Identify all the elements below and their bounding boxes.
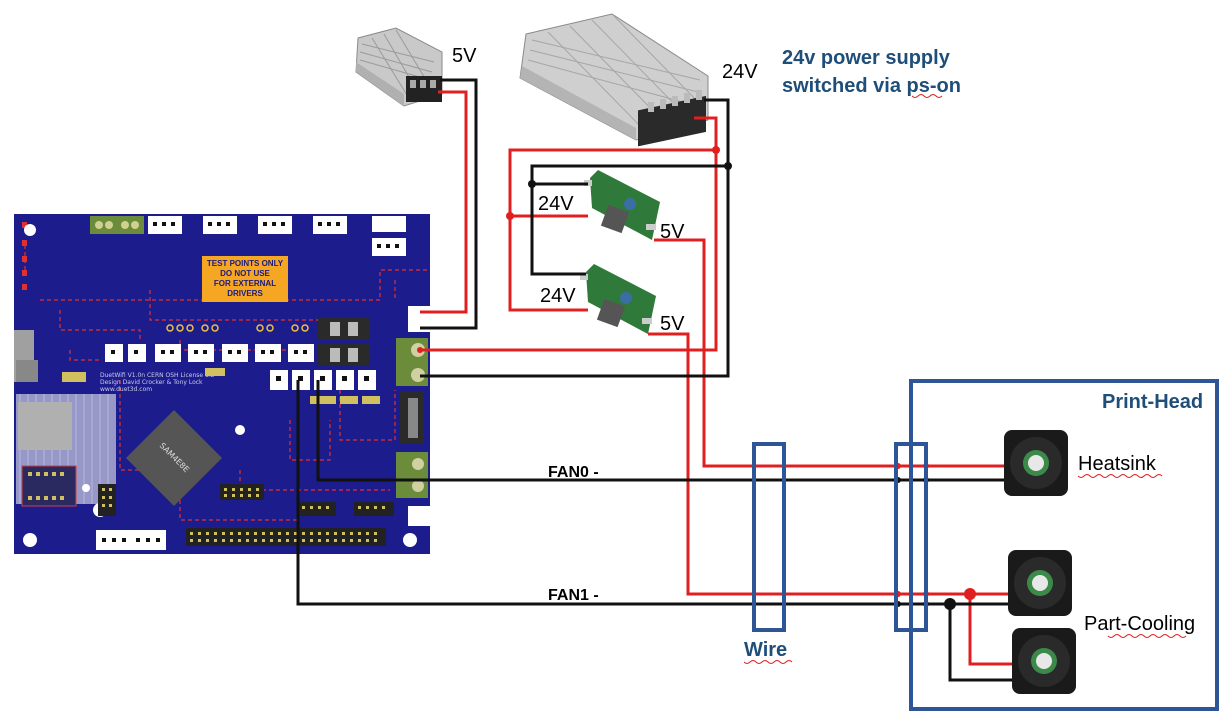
black-wires	[296, 78, 1018, 682]
wire-label: Wire	[744, 639, 787, 661]
print-head-title: Print-Head	[1102, 391, 1203, 413]
wire-junction-dots	[417, 146, 976, 610]
svg-text:DuetWifi V1.0n CERN OSH Licens: DuetWifi V1.0n CERN OSH License 1.2	[100, 372, 215, 379]
board-warning-text: TEST POINTS ONLY DO NOT USE FOR EXTERNAL…	[207, 259, 284, 298]
part-cooling-fan-2	[1012, 628, 1076, 694]
svg-text:FOR EXTERNAL: FOR EXTERNAL	[214, 279, 276, 288]
buck-converter-1	[584, 170, 660, 240]
svg-text:Design David Crocker & Tony Lo: Design David Crocker & Tony Lock	[100, 379, 203, 386]
buck1-out-label: 5V	[660, 221, 685, 243]
buck-converter-2	[580, 264, 656, 334]
part-cooling-fan-1	[1008, 550, 1072, 616]
wire-box	[752, 442, 786, 632]
psu-note-line1: 24v power supply	[782, 47, 951, 69]
board-info-text: DuetWifi V1.0n CERN OSH License 1.2 Desi…	[100, 372, 215, 393]
svg-text:DRIVERS: DRIVERS	[227, 289, 263, 298]
psu-5v-voltage-label: 5V	[452, 45, 477, 67]
psu-24v	[519, 13, 709, 147]
buck2-in-label: 24V	[540, 285, 576, 307]
fan0-label: FAN0 -	[548, 464, 599, 481]
psu-5v	[355, 27, 443, 107]
svg-text:www.duet3d.com: www.duet3d.com	[100, 386, 152, 393]
heatsink-fan	[1004, 430, 1068, 496]
psu-note-line2: switched via ps-on	[782, 75, 961, 97]
svg-text:DO NOT USE: DO NOT USE	[220, 269, 270, 278]
fan1-label: FAN1 -	[548, 587, 599, 604]
psu-24v-voltage-label: 24V	[722, 61, 758, 83]
buck1-in-label: 24V	[538, 193, 574, 215]
red-wires	[420, 90, 1018, 666]
heatsink-label: Heatsink	[1078, 453, 1157, 475]
duet-wifi-board: TEST POINTS ONLY DO NOT USE FOR EXTERNAL…	[14, 214, 430, 554]
part-cooling-label: Part-Cooling	[1084, 613, 1195, 635]
bottom-header-pins	[190, 532, 377, 542]
print-head-frame	[909, 379, 1219, 711]
spell-squiggle	[911, 94, 943, 98]
buck2-out-label: 5V	[660, 313, 685, 335]
svg-text:TEST POINTS ONLY: TEST POINTS ONLY	[207, 259, 284, 268]
